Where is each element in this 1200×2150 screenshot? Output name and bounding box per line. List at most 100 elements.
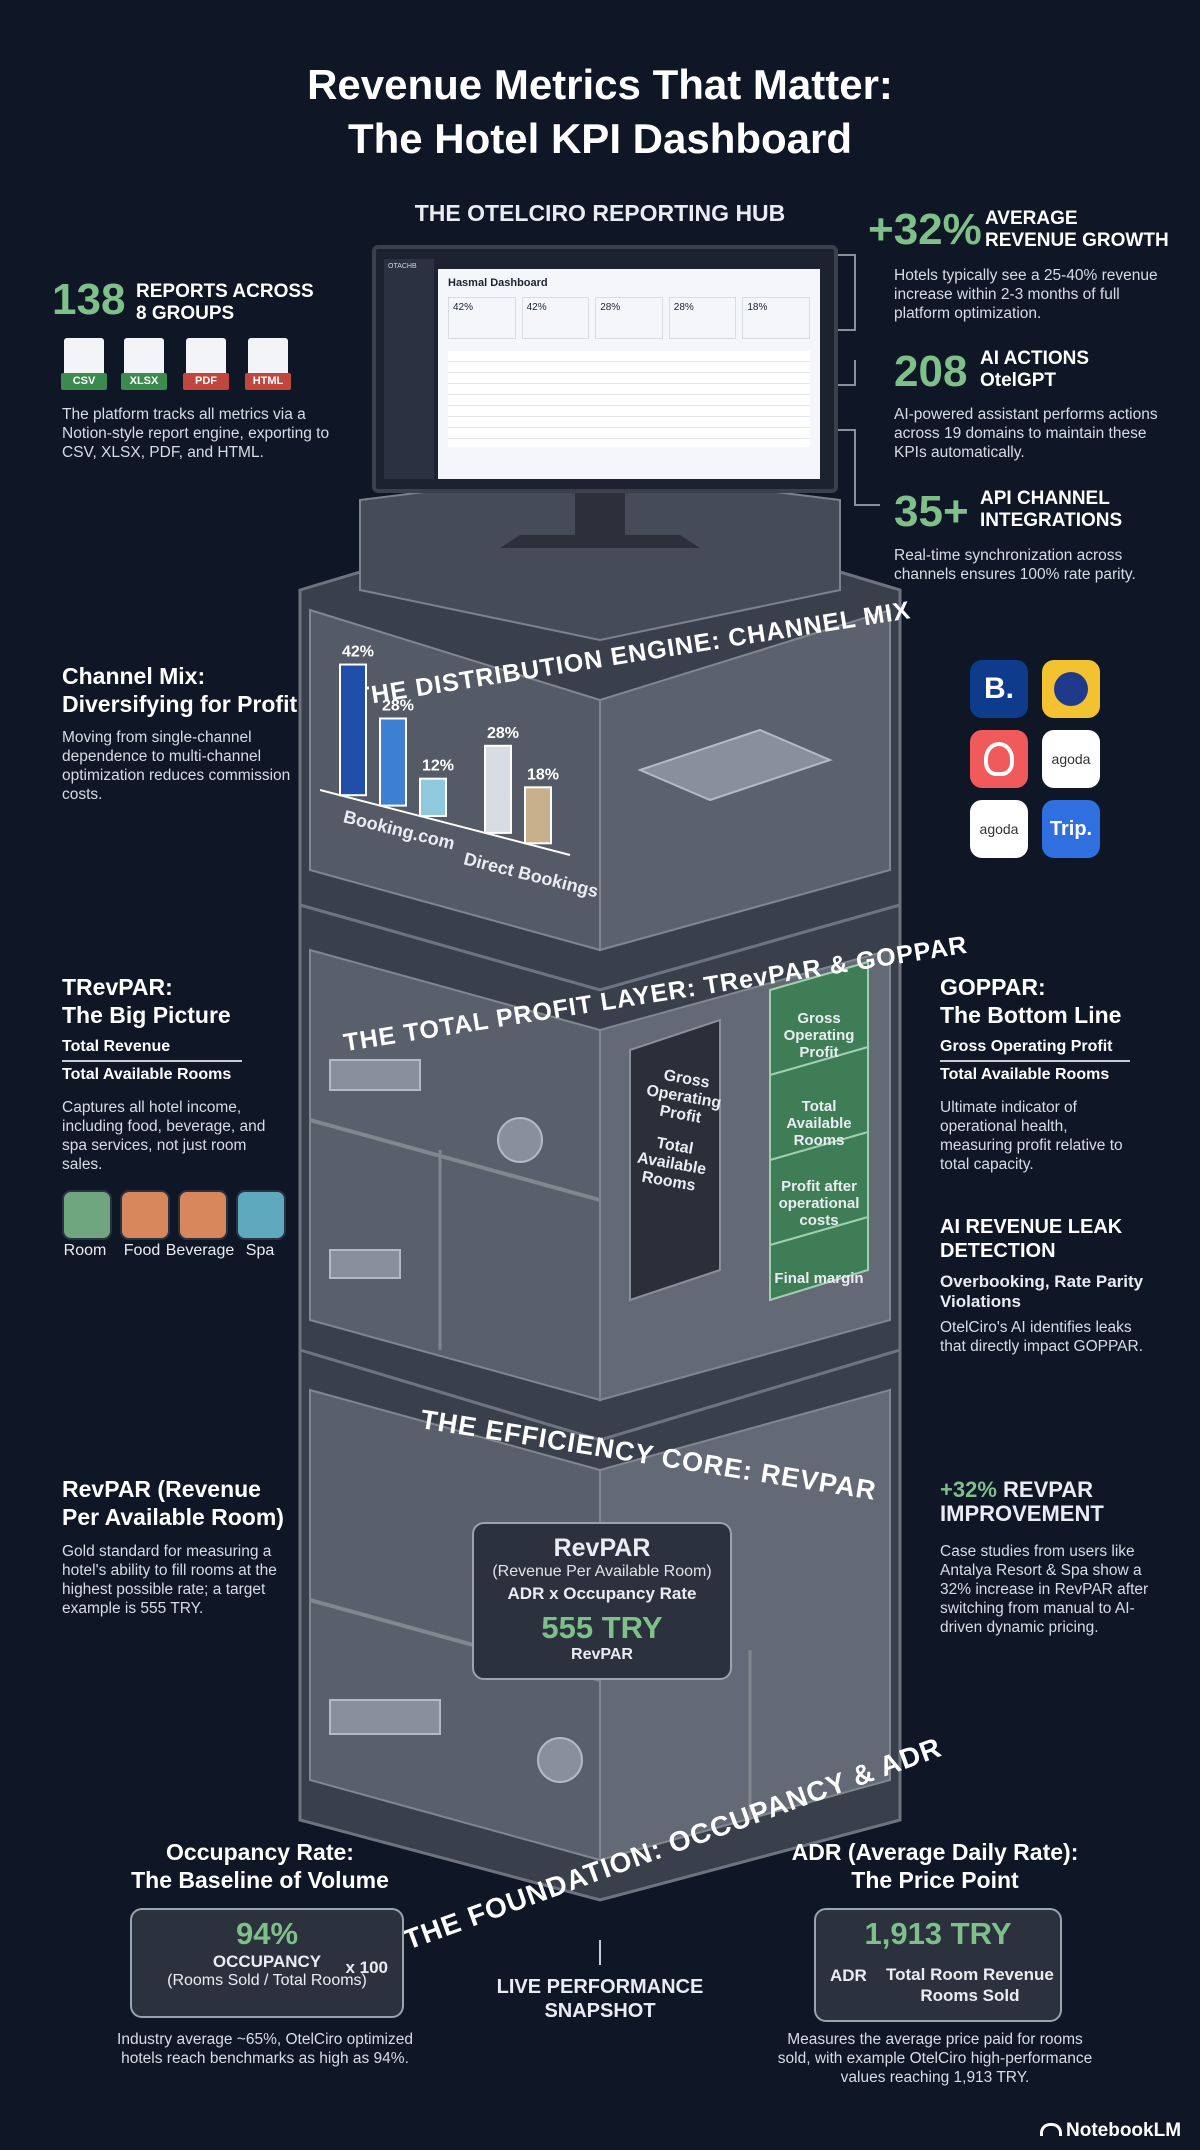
dashboard-screen: Hasmal Dashboard 42% 42% 28% 28% 18% bbox=[438, 269, 820, 479]
revpar-improvement-heading: +32% REVPAR IMPROVEMENT bbox=[940, 1477, 1104, 1526]
goppar-numerator: Gross Operating Profit bbox=[940, 1034, 1130, 1062]
dashboard-kpi: 28% bbox=[595, 297, 663, 339]
goppar-denominator: Total Available Rooms bbox=[940, 1066, 1110, 1083]
revenue-growth-label: AVERAGE REVENUE GROWTH bbox=[985, 208, 1169, 251]
api-integrations-description: Real-time synchronization across channel… bbox=[894, 547, 1136, 583]
chart-value-label: 18% bbox=[527, 766, 559, 783]
occupancy-value: 94% bbox=[235, 1916, 299, 1951]
revpar-card-title: RevPAR bbox=[553, 1534, 651, 1562]
dashboard-brand: OTACHB bbox=[388, 263, 417, 270]
trip-icon: Trip. bbox=[1042, 800, 1100, 858]
chart-bar bbox=[524, 786, 552, 845]
expedia-icon bbox=[1042, 660, 1100, 718]
leak-subheading: Overbooking, Rate Parity Violations bbox=[940, 1272, 1144, 1311]
revpar-improvement-description: Case studies from users like Antalya Res… bbox=[940, 1543, 1149, 1636]
chart-bar bbox=[339, 663, 367, 797]
reports-stat: 138 bbox=[52, 278, 125, 322]
green-gop-label: Gross Operating Profit bbox=[783, 1010, 855, 1061]
dashboard-table bbox=[448, 351, 810, 447]
room-icon bbox=[62, 1190, 112, 1240]
agoda-icon: agoda bbox=[970, 800, 1028, 858]
notebooklm-logo: NotebookLM bbox=[1040, 2120, 1181, 2142]
live-snapshot-label: LIVE PERFORMANCE SNAPSHOT bbox=[496, 1976, 704, 2022]
chart-bar bbox=[484, 744, 512, 834]
food-icon bbox=[120, 1190, 170, 1240]
reports-label: REPORTS ACROSS 8 GROUPS bbox=[136, 281, 314, 324]
api-integrations-label: API CHANNEL INTEGRATIONS bbox=[980, 488, 1123, 531]
chart-bar bbox=[419, 777, 447, 818]
adr-description: Measures the average price paid for room… bbox=[777, 2031, 1093, 2086]
xlsx-file-icon: XLSX bbox=[121, 338, 167, 390]
dashboard-sidebar: OTACHB bbox=[384, 259, 434, 479]
food-label: Food bbox=[123, 1242, 161, 1259]
api-integrations-number: 35+ bbox=[894, 487, 969, 536]
revpar-card: RevPAR (Revenue Per Available Room) ADR … bbox=[472, 1522, 732, 1680]
channel-mix-description: Moving from single-channel dependence to… bbox=[62, 729, 291, 803]
channel-mix-heading: Channel Mix: Diversifying for Profit bbox=[62, 663, 298, 717]
revenue-growth-number: +32% bbox=[868, 205, 982, 254]
adr-value: 1,913 TRY bbox=[864, 1916, 1012, 1951]
revenue-growth-description: Hotels typically see a 25-40% revenue in… bbox=[894, 267, 1158, 322]
spa-label: Spa bbox=[245, 1242, 275, 1259]
hub-title: THE OTELCIRO REPORTING HUB bbox=[414, 200, 786, 226]
chart-baseline bbox=[320, 789, 571, 856]
csv-file-icon: CSV bbox=[61, 338, 107, 390]
leak-heading: AI REVENUE LEAK DETECTION bbox=[940, 1216, 1123, 1262]
green-rooms-label: Total Available Rooms bbox=[786, 1098, 852, 1149]
ai-actions-description: AI-powered assistant performs actions ac… bbox=[894, 406, 1158, 461]
booking-icon: B. bbox=[970, 660, 1028, 718]
occupancy-card: 94% OCCUPANCY (Rooms Sold / Total Rooms)… bbox=[130, 1908, 404, 2018]
dashboard-kpi: 18% bbox=[742, 297, 810, 339]
occupancy-multiplier: x 100 bbox=[345, 1958, 388, 1977]
occupancy-formula: (Rooms Sold / Total Rooms) bbox=[167, 1972, 367, 1989]
chart-bar bbox=[379, 717, 407, 807]
beverage-icon bbox=[178, 1190, 228, 1240]
chart-value-label: 42% bbox=[342, 644, 374, 661]
goppar-description: Ultimate indicator of operational health… bbox=[940, 1099, 1123, 1173]
chart-value-label: 28% bbox=[382, 697, 414, 714]
trevpar-denominator: Total Available Rooms bbox=[62, 1066, 232, 1083]
occupancy-label: OCCUPANCY bbox=[212, 1952, 322, 1971]
ai-actions-label: AI ACTIONS OtelGPT bbox=[980, 348, 1090, 391]
html-file-icon: HTML bbox=[245, 338, 291, 390]
chart-value-label: 28% bbox=[487, 725, 519, 742]
revpar-heading: RevPAR (Revenue Per Available Room) bbox=[62, 1476, 284, 1530]
revpar-description: Gold standard for measuring a hotel's ab… bbox=[62, 1543, 277, 1617]
leak-description: OtelCiro's AI identifies leaks that dire… bbox=[940, 1319, 1143, 1355]
revpar-card-caption: RevPAR bbox=[571, 1646, 633, 1663]
goppar-heading: GOPPAR: The Bottom Line bbox=[940, 974, 1122, 1028]
dashboard-kpi: 42% bbox=[448, 297, 516, 339]
dashboard-title: Hasmal Dashboard bbox=[448, 277, 548, 289]
reports-description: The platform tracks all metrics via a No… bbox=[62, 406, 330, 461]
adr-heading: ADR (Average Daily Rate): The Price Poin… bbox=[791, 1839, 1079, 1893]
adr-label: ADR bbox=[830, 1966, 867, 1985]
trevpar-heading: TRevPAR: The Big Picture bbox=[62, 974, 231, 1028]
room-label: Room bbox=[63, 1242, 107, 1259]
green-final-margin-label: Final margin bbox=[774, 1270, 864, 1287]
adr-formula: Total Room Revenue Rooms Sold bbox=[886, 1965, 1054, 2005]
adr-card: 1,913 TRY ADR Total Room Revenue Rooms S… bbox=[814, 1908, 1062, 2022]
page-title: Revenue Metrics That Matter: The Hotel K… bbox=[307, 61, 893, 162]
revpar-card-formula: ADR x Occupancy Rate bbox=[507, 1584, 697, 1603]
airbnb-icon bbox=[970, 730, 1028, 788]
trevpar-description: Captures all hotel income, including foo… bbox=[62, 1099, 266, 1173]
occupancy-heading: Occupancy Rate: The Baseline of Volume bbox=[131, 1839, 389, 1893]
green-profit-after-label: Profit after operational costs bbox=[778, 1178, 860, 1229]
ai-actions-number: 208 bbox=[894, 347, 968, 396]
spa-icon bbox=[236, 1190, 286, 1240]
agoda-icon: agoda bbox=[1042, 730, 1100, 788]
pdf-file-icon: PDF bbox=[183, 338, 229, 390]
dashboard-kpi: 28% bbox=[668, 297, 737, 339]
channel-mix-chart: 42% 28% 12% 28% 18% bbox=[320, 644, 571, 856]
reports-number: 138 bbox=[52, 275, 126, 324]
trevpar-numerator: Total Revenue bbox=[62, 1034, 242, 1062]
dashboard-kpi-row: 42% 42% 28% 28% 18% bbox=[438, 297, 820, 339]
chart-value-label: 12% bbox=[422, 758, 454, 775]
dashboard-monitor: OTACHB Hasmal Dashboard 42% 42% 28% 28% … bbox=[372, 245, 838, 493]
occupancy-description: Industry average ~65%, OtelCiro optimize… bbox=[117, 2031, 413, 2067]
dashboard-kpi: 42% bbox=[521, 297, 590, 339]
revpar-card-subtitle: (Revenue Per Available Room) bbox=[492, 1563, 712, 1580]
beverage-label: Beverage bbox=[165, 1242, 235, 1259]
revpar-card-value: 555 TRY bbox=[541, 1610, 663, 1645]
